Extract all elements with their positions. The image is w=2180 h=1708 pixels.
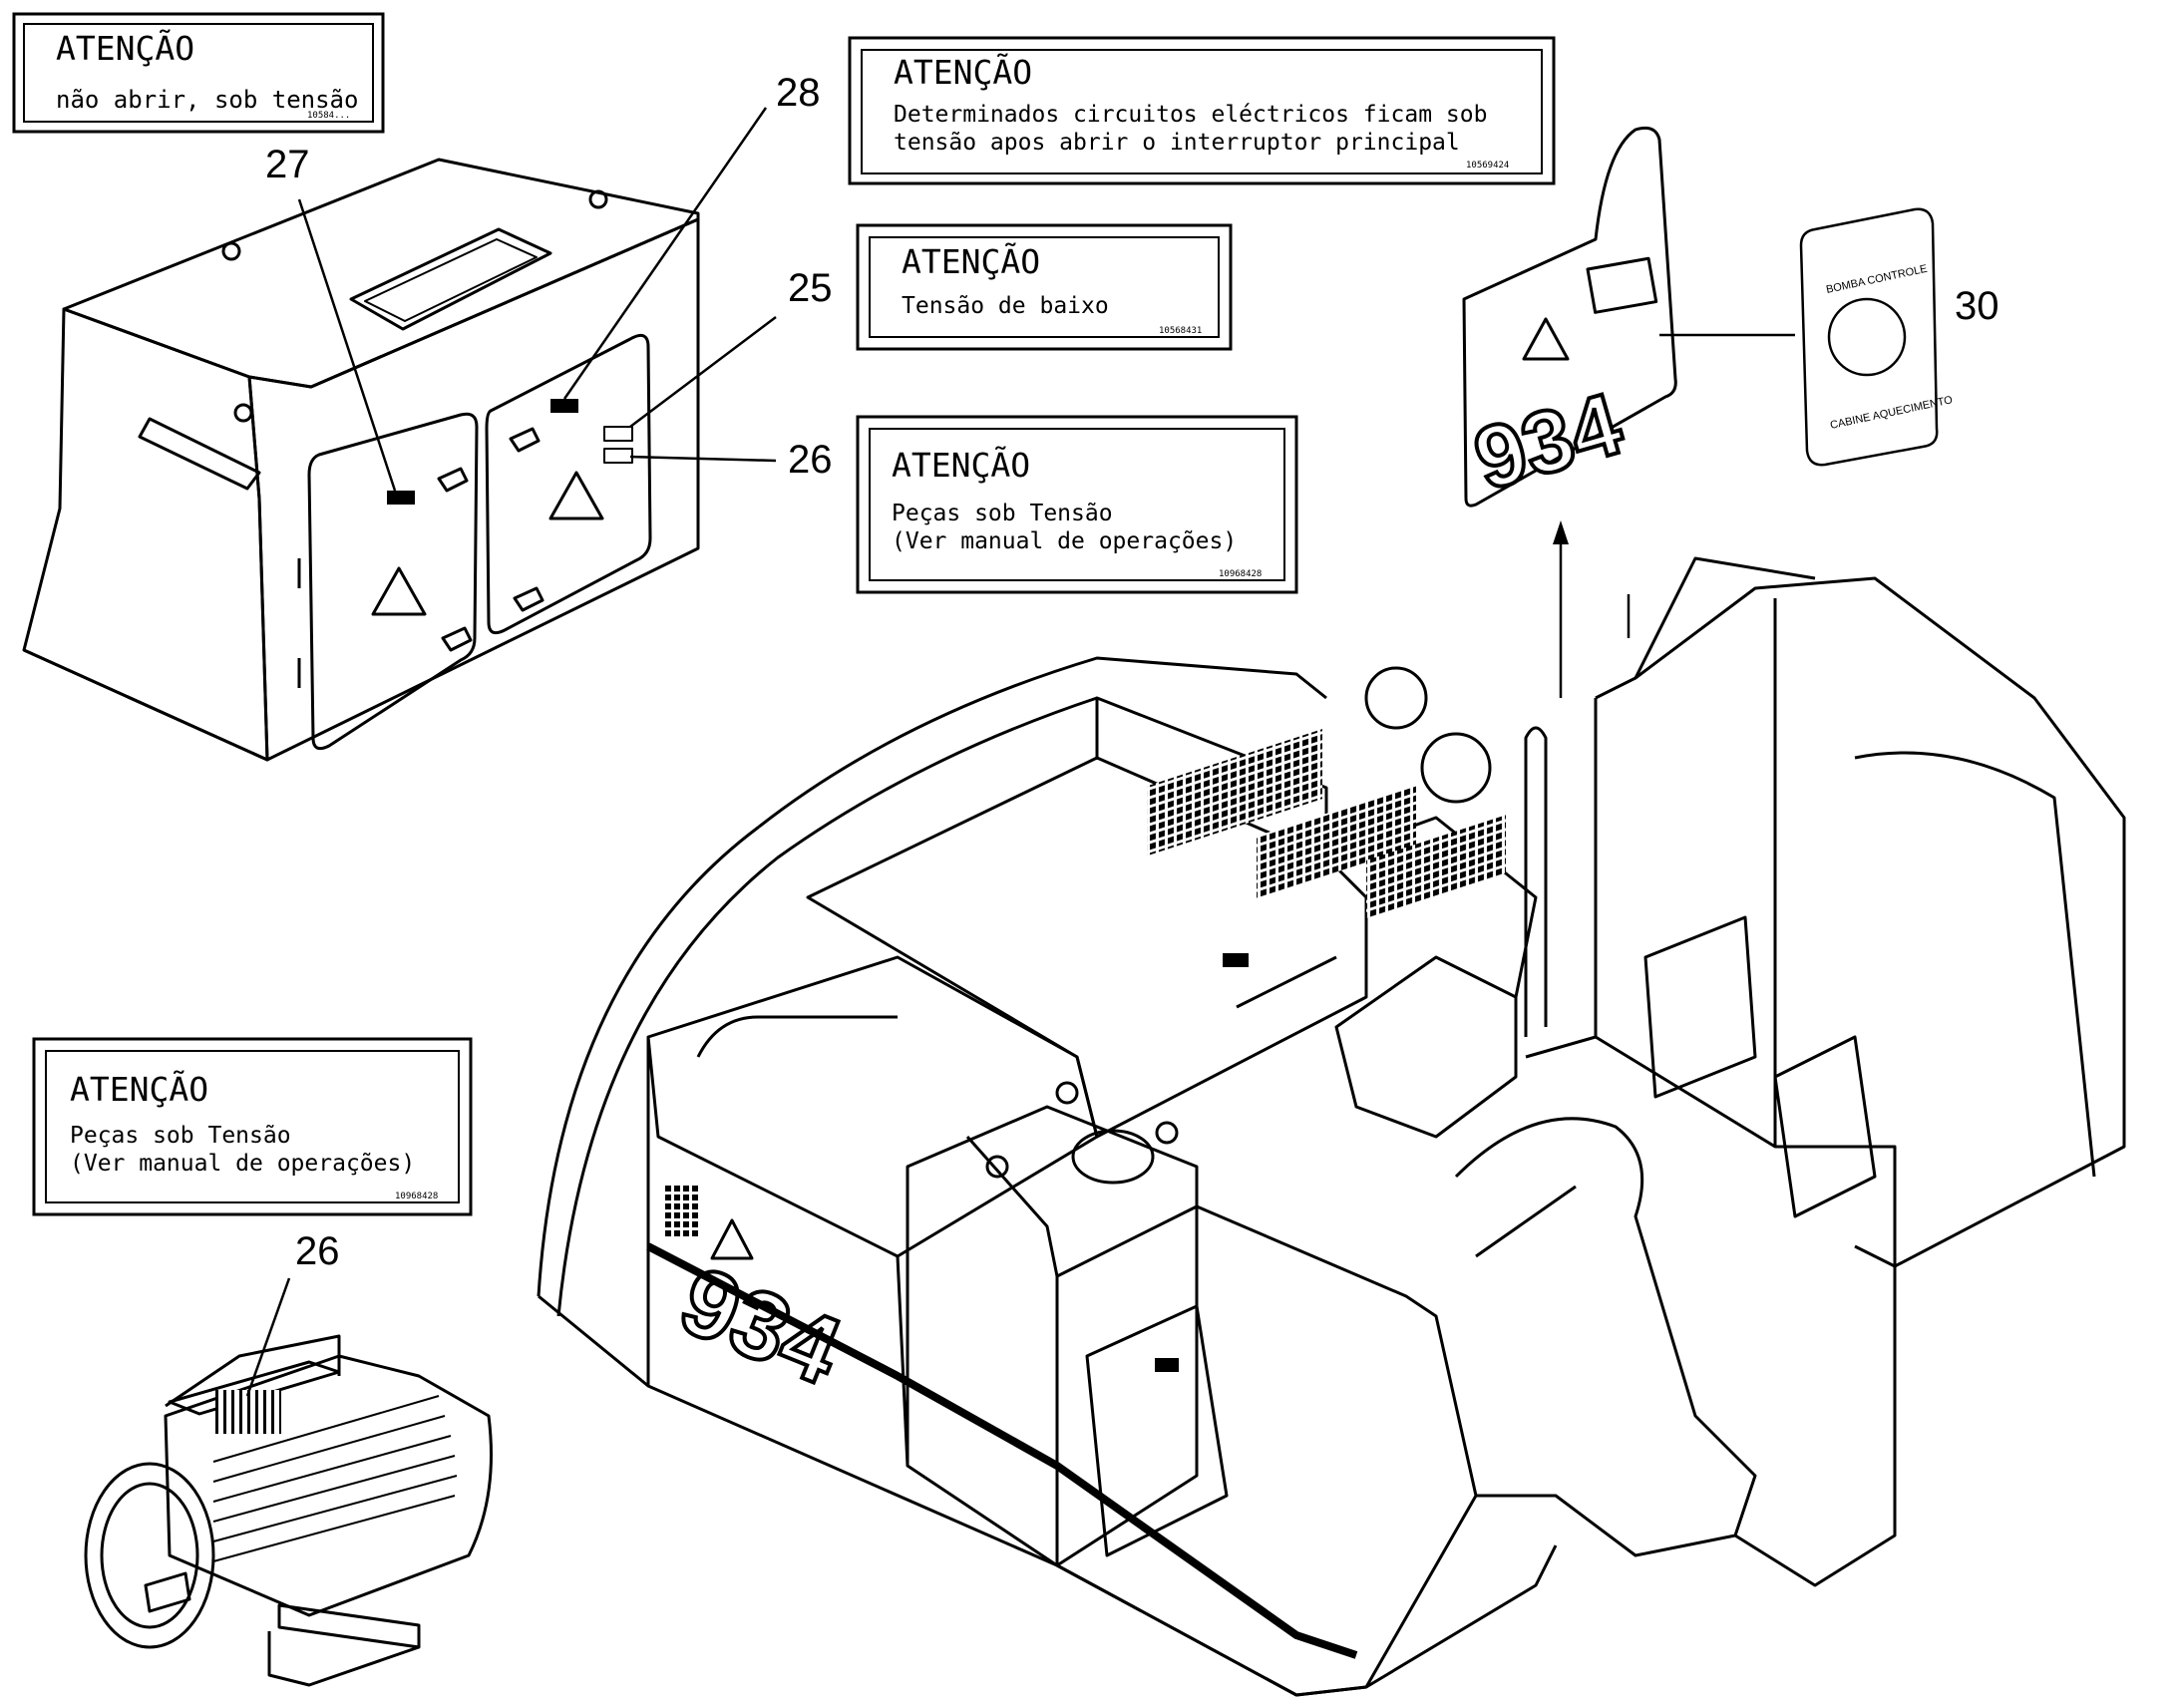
label-28-line-2: tensão apos abrir o interruptor principa… — [894, 130, 1460, 156]
side-panel-934 — [1462, 126, 1677, 508]
label-26-top: ATENÇÃO Peças sob Tensão (Ver manual de … — [856, 415, 1298, 594]
label-26-bottom: ATENÇÃO Peças sob Tensão (Ver manual de … — [32, 1037, 473, 1216]
hood-sticker-mark — [1223, 953, 1249, 967]
excavator-body — [537, 556, 2126, 1697]
label-26-bottom-line-2: (Ver manual de operações) — [70, 1151, 415, 1177]
label-25-title: ATENÇÃO — [902, 242, 1040, 281]
electric-motor — [84, 1334, 493, 1687]
sticker-30-top: BOMBA CONTROLE — [1825, 263, 1929, 296]
side-grille — [664, 1183, 698, 1238]
sticker-26-motor-mark — [215, 1390, 281, 1434]
hood-grille-3 — [1366, 815, 1506, 918]
sticker-30: BOMBA CONTROLE CABINE AQUECIMENTO — [1799, 207, 1954, 467]
label-26-top-code: 10968428 — [1219, 569, 1262, 579]
label-26-top-line-2: (Ver manual de operações) — [892, 528, 1237, 554]
body-stripe — [646, 1242, 1358, 1659]
label-26-top-title: ATENÇÃO — [892, 446, 1030, 485]
label-26-bottom-line-1: Peças sob Tensão — [70, 1123, 291, 1149]
label-26-top-line-1: Peças sob Tensão — [892, 501, 1113, 526]
label-25-code: 10568431 — [1159, 326, 1202, 336]
sticker-27-mark — [387, 491, 415, 505]
label-25: ATENÇÃO Tensão de baixo 10568431 — [856, 223, 1233, 351]
label-27-title: ATENÇÃO — [56, 29, 194, 68]
callout-30: 30 — [1955, 284, 1999, 328]
label-27-code: 10584... — [307, 111, 350, 121]
arrow-head — [1553, 520, 1569, 544]
callout-27: 27 — [265, 143, 310, 186]
label-27-line-1: não abrir, sob tensão — [56, 86, 358, 114]
leader-lines-cabinet — [297, 107, 777, 492]
side-panel-model: 934 — [1464, 374, 1632, 510]
callout-26-bottom: 26 — [295, 1229, 340, 1273]
callout-26-top: 26 — [788, 438, 833, 482]
label-28: ATENÇÃO Determinados circuitos eléctrico… — [848, 36, 1556, 185]
hood-grille-1 — [1147, 729, 1322, 856]
label-26-bottom-title: ATENÇÃO — [70, 1070, 208, 1109]
label-28-code: 10569424 — [1466, 161, 1509, 171]
hood-grille-2 — [1257, 784, 1416, 898]
label-25-line-1: Tensão de baixo — [902, 293, 1109, 319]
label-28-title: ATENÇÃO — [894, 53, 1032, 92]
sticker-28-mark — [550, 399, 578, 413]
label-28-line-1: Determinados circuitos eléctricos ficam … — [894, 102, 1487, 128]
leader-26-motor — [245, 1277, 291, 1397]
electrical-cabinet — [22, 158, 700, 762]
callout-28: 28 — [776, 71, 821, 115]
callout-25: 25 — [788, 266, 833, 310]
door-sticker-mark — [1155, 1358, 1179, 1372]
label-27: ATENÇÃO não abrir, sob tensão 10584... — [12, 12, 385, 134]
label-26-bottom-code: 10968428 — [395, 1192, 438, 1201]
